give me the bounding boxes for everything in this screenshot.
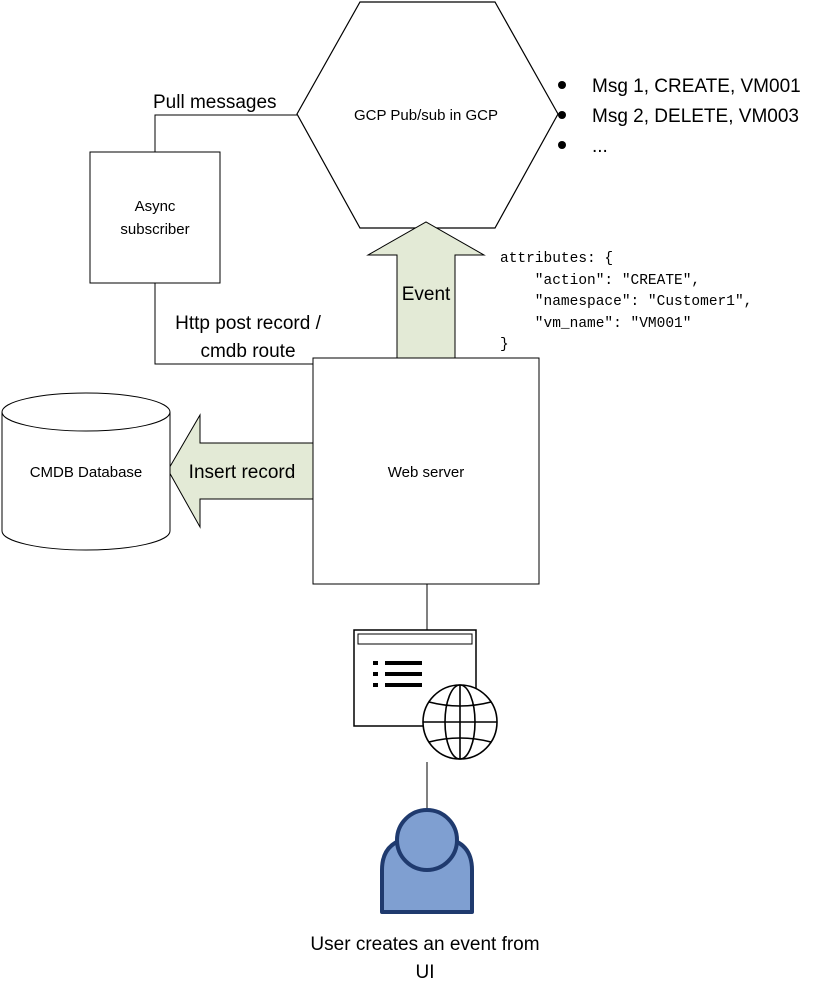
webserver-box <box>312 357 540 585</box>
message-list: Msg 1, CREATE, VM001 Msg 2, DELETE, VM00… <box>558 76 801 157</box>
cmdb-database-node: CMDB Database <box>1 392 171 551</box>
insert-record-arrow-shape <box>167 413 314 529</box>
http-post-label-1: Http post record / <box>175 313 321 334</box>
message-item: ... <box>592 136 608 157</box>
user-head <box>395 808 459 872</box>
http-connector <box>154 283 313 365</box>
async-subscriber-box <box>89 151 221 284</box>
event-label: Event <box>402 284 451 305</box>
message-bullet <box>558 141 566 149</box>
database-cylinder-body <box>1 412 171 551</box>
code-line: attributes: { <box>500 251 613 267</box>
user-caption-line-1: User creates an event from <box>310 934 539 955</box>
async-subscriber-label-1: Async <box>135 198 176 215</box>
pubsub-label: GCP Pub/sub in GCP <box>354 107 498 124</box>
database-cylinder-top <box>1 392 171 432</box>
user-icon <box>380 808 474 914</box>
pubsub-hexagon <box>296 1 559 229</box>
async-subscriber-node: Async subscriber <box>89 151 221 284</box>
async-subscriber-label-2: subscriber <box>120 221 189 238</box>
code-line: "vm_name": "VM001" <box>500 316 691 332</box>
browser-title-bar <box>357 633 473 645</box>
pull-messages-label: Pull messages <box>153 92 277 113</box>
globe-icon <box>422 684 498 760</box>
message-item: Msg 1, CREATE, VM001 <box>592 76 801 97</box>
list-icon <box>373 661 422 687</box>
message-bullet <box>558 81 566 89</box>
user-caption-line-2: UI <box>416 962 435 983</box>
insert-record-arrow: Insert record <box>167 413 314 529</box>
pull-connector <box>154 114 297 152</box>
pubsub-node: GCP Pub/sub in GCP <box>296 1 559 229</box>
code-line: "namespace": "Customer1", <box>500 294 752 310</box>
attributes-code-block: attributes: { "action": "CREATE", "names… <box>500 251 752 353</box>
message-item: Msg 2, DELETE, VM003 <box>592 106 799 127</box>
event-arrow-shape <box>366 221 486 363</box>
code-line: "action": "CREATE", <box>500 273 700 289</box>
webserver-node: Web server <box>312 357 540 585</box>
event-arrow: Event <box>366 221 486 363</box>
webserver-label: Web server <box>388 464 464 481</box>
http-post-label-2: cmdb route <box>200 341 295 362</box>
message-bullet <box>558 111 566 119</box>
insert-record-label: Insert record <box>189 462 296 483</box>
code-line: } <box>500 337 509 353</box>
database-label: CMDB Database <box>30 464 143 481</box>
